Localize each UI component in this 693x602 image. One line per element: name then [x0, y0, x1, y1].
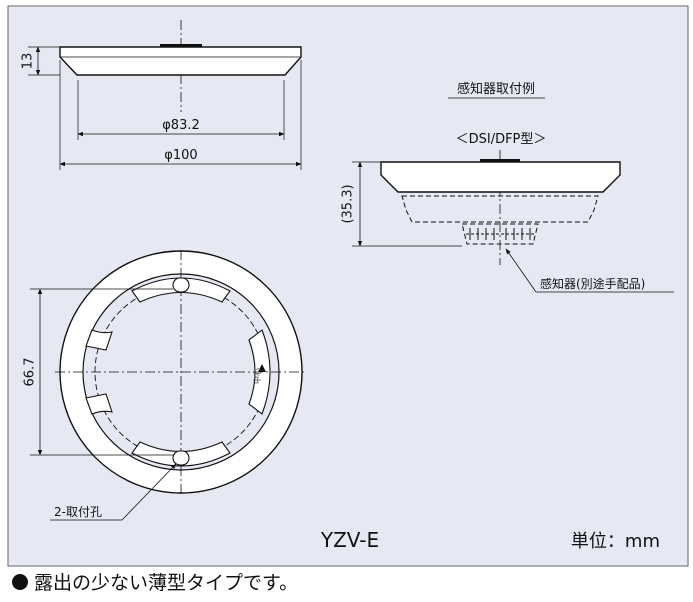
mounting-hole-bottom: [172, 450, 190, 466]
dim-35-label: (35.3): [341, 184, 356, 223]
plan-view: 中心 66.7 2-取付孔: [23, 250, 305, 521]
bullet-icon: [12, 574, 28, 590]
center-mark-arrow: [258, 364, 266, 372]
dim-100-label: φ100: [164, 148, 197, 163]
holes-leader: [121, 463, 177, 521]
example-title: 感知器取付例: [457, 81, 535, 97]
base-profile: [59, 46, 302, 76]
dim-13-label: 13: [21, 53, 36, 70]
example-base: [380, 161, 621, 193]
sensor-body-dashed: [401, 195, 599, 223]
sensor-leader: [505, 248, 537, 293]
unit-label: 単位：mm: [571, 531, 660, 552]
sensor-grille: [466, 228, 534, 240]
tab-left-lower: [85, 393, 113, 415]
sensor-note: 感知器(別途手配品): [540, 276, 645, 291]
side-view: 13 φ83.2 φ100: [21, 20, 302, 170]
mounting-hole-top: [172, 277, 190, 293]
footnote-text: 露出の少ない薄型タイプです。: [34, 572, 298, 594]
tab-left-upper: [85, 329, 113, 351]
center-mark-label: 中心: [252, 368, 262, 384]
sensor-head-dashed: [461, 223, 539, 245]
holes-label: 2-取付孔: [54, 505, 102, 519]
example-base-notch: [480, 159, 520, 162]
dim-66-label: 66.7: [23, 358, 38, 387]
dim-83-label: φ83.2: [162, 118, 200, 133]
install-example: 感知器取付例 ＜DSI/DFP型＞ (35.3) 感知器(別途手配品): [341, 81, 674, 293]
sensor-type-label: ＜DSI/DFP型＞: [456, 132, 547, 147]
model-name: YZV-E: [320, 528, 379, 552]
base-top-notch: [160, 44, 202, 47]
